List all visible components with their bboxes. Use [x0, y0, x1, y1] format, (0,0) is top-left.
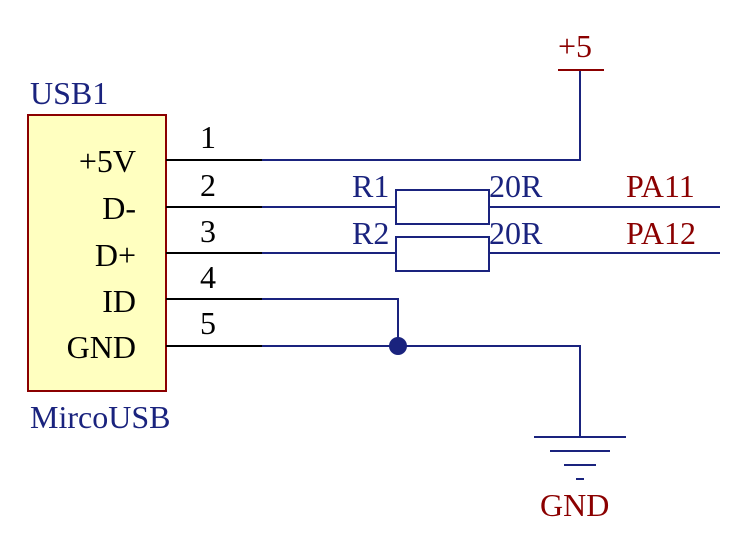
connector-part-name: MircoUSB: [30, 399, 170, 435]
ground-label: GND: [540, 487, 609, 523]
wire-5v: [262, 70, 581, 161]
pin-name-3: D+: [95, 237, 136, 273]
connector-designator: USB1: [30, 75, 108, 111]
resistor-r2-designator: R2: [352, 215, 389, 251]
pin-name-4: ID: [102, 283, 136, 319]
junction-dot: [389, 337, 407, 355]
resistor-r1-body: [395, 189, 490, 225]
pin-name-2: D-: [102, 190, 136, 226]
pin-number-2: 2: [200, 167, 216, 203]
wires: [262, 70, 720, 436]
wire-id: [262, 298, 399, 346]
pin-number-3: 3: [200, 213, 216, 249]
pin-name-5: GND: [67, 329, 136, 365]
net-label-dm: PA11: [626, 168, 695, 204]
power-label: +5: [558, 28, 592, 64]
pin-stubs: [166, 159, 262, 347]
net-label-dp: PA12: [626, 215, 696, 251]
resistor-r1-value: 20R: [489, 168, 543, 204]
pin-number-4: 4: [200, 259, 216, 295]
resistor-r2-value: 20R: [489, 215, 543, 251]
pin-name-1: +5V: [79, 143, 136, 179]
resistor-r2-body: [395, 236, 490, 272]
pin-number-5: 5: [200, 305, 216, 341]
wire-gnd: [262, 345, 581, 436]
resistor-r1-designator: R1: [352, 168, 389, 204]
ground-symbol: [534, 436, 626, 480]
pin-number-1: 1: [200, 119, 216, 155]
usb-connector-body: [27, 114, 167, 392]
